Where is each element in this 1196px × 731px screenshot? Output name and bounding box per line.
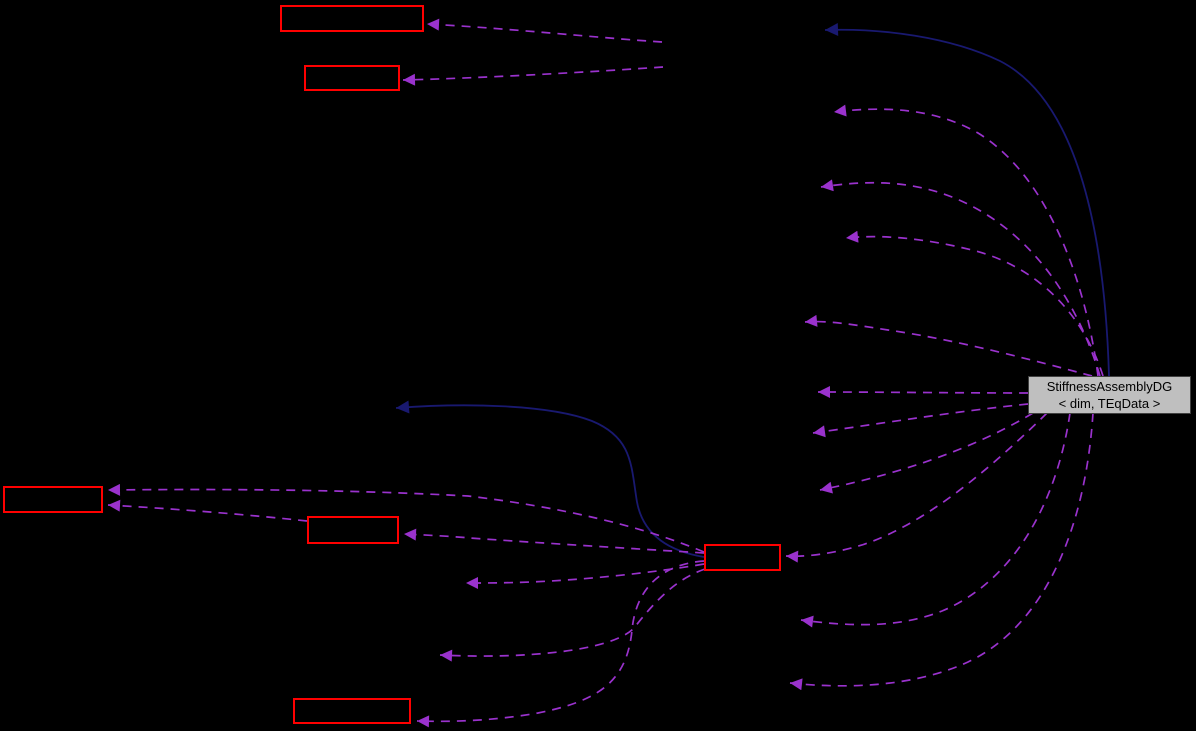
dep-edge-main-5 [817,386,1029,399]
dep-edge-center-to-hidden-1 [465,563,705,589]
dep-edge-main-3 [845,230,1104,377]
dep-edge-center-to-midleft [403,528,705,554]
dep-edge-main-7 [819,412,1034,494]
red-node-top-1[interactable] [280,5,424,32]
red-node-left[interactable] [3,486,103,513]
dep-edge-main-2 [820,179,1101,377]
dep-edge-main-4 [804,314,1093,377]
main-node-label-line1: StiffnessAssemblyDG [1046,379,1173,394]
inherit-edge-main-to-hidden-top [824,23,1110,377]
dep-edge-main-9 [789,412,1094,691]
dep-edge-center-to-hidden-2 [439,568,706,662]
dep-edge-midleft-to-left-2 [107,499,308,522]
dep-edge-main-6 [812,403,1029,438]
dep-edge-center-to-bottom [416,560,705,728]
dep-edge-hidden-to-top-2 [402,66,664,86]
main-node-stiffness-assembly-dg[interactable]: StiffnessAssemblyDG < dim, TEqData > [1028,376,1191,414]
red-node-center[interactable] [704,544,781,571]
dep-edge-main-1 [833,104,1099,377]
dep-edge-main-to-center [785,412,1048,563]
main-node-label-line2: < dim, TEqData > [1058,396,1161,411]
red-node-bottom[interactable] [293,698,411,724]
dep-edge-hidden-to-top-1 [426,18,663,43]
red-node-mid-left[interactable] [307,516,399,544]
red-node-top-2[interactable] [304,65,400,91]
dep-edge-main-8 [800,412,1071,628]
dep-edge-center-to-left-1 [107,483,705,553]
